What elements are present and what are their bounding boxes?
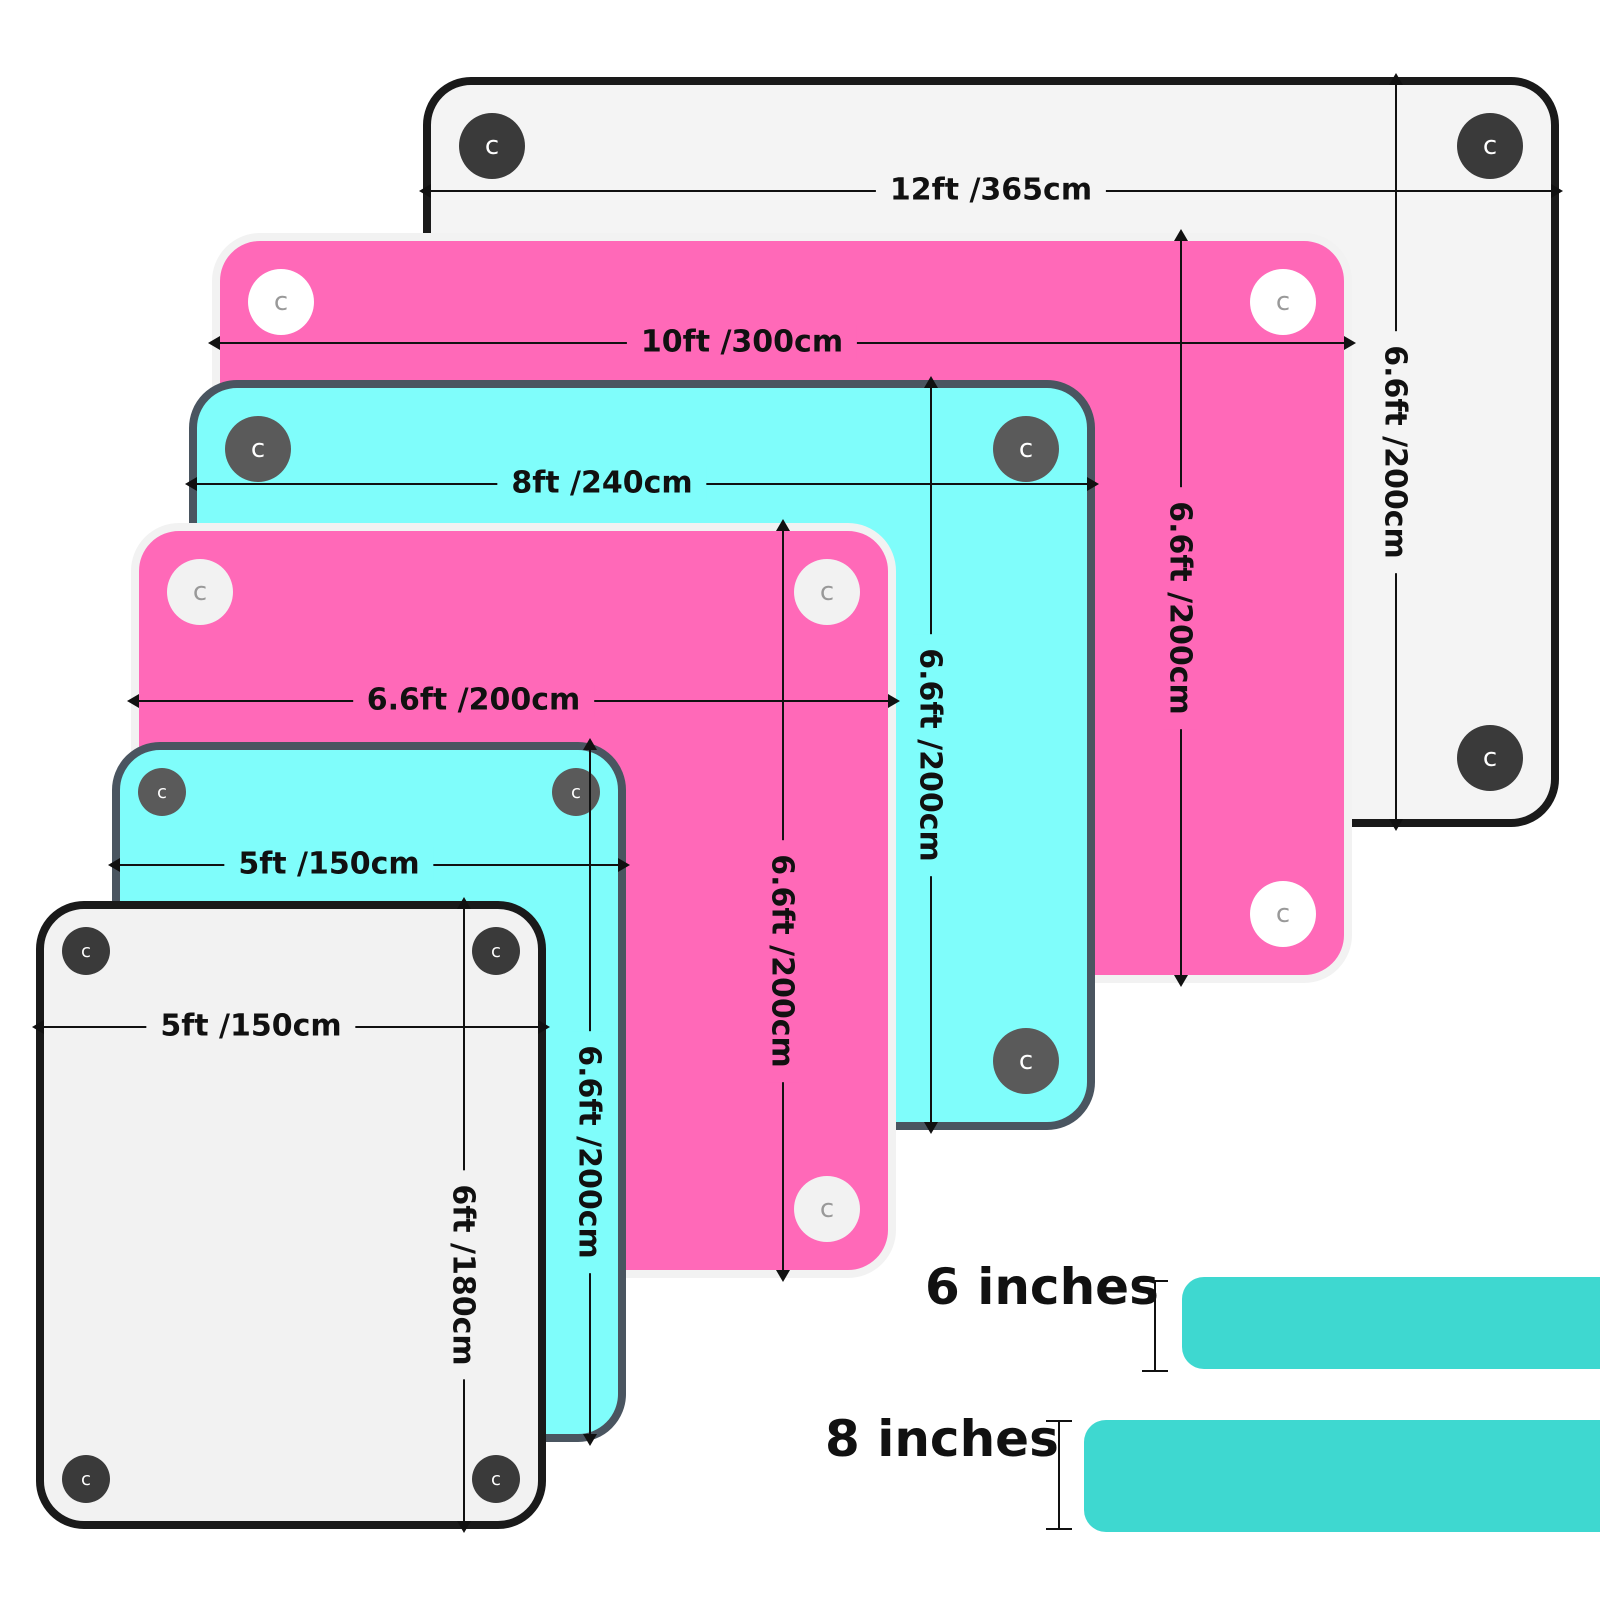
grommet-ring-icon: c xyxy=(62,927,110,975)
thickness-label: 6 inches xyxy=(925,1258,1159,1316)
grommet-ring-icon: c xyxy=(1457,113,1523,179)
grommet-ring-icon: c xyxy=(794,1176,860,1242)
grommet-ring-icon: c xyxy=(1250,269,1316,335)
length-label: 6.6ft /200cm xyxy=(571,1031,607,1273)
grommet-ring-icon: c xyxy=(62,1455,110,1503)
length-label: 6.6ft /200cm xyxy=(1162,487,1198,729)
width-label: 12ft /365cm xyxy=(875,172,1107,208)
grommet-ring-icon: c xyxy=(794,559,860,625)
length-label: 6ft /180cm xyxy=(445,1170,481,1380)
length-label: 6.6ft /200cm xyxy=(764,839,800,1082)
length-label: 6.6ft /200cm xyxy=(912,634,948,876)
grommet-ring-icon: c xyxy=(138,768,186,816)
grommet-ring-icon: c xyxy=(472,1455,520,1503)
grommet-ring-icon: c xyxy=(993,1028,1059,1094)
width-label: 5ft /150cm xyxy=(224,846,434,882)
length-label: 6.6ft /200cm xyxy=(1377,331,1413,573)
grommet-ring-icon: c xyxy=(167,559,233,625)
thickness-measure-icon xyxy=(1046,1420,1072,1530)
grommet-ring-icon: c xyxy=(552,768,600,816)
thickness-bar-6in xyxy=(1182,1277,1600,1369)
grommet-ring-icon: c xyxy=(472,927,520,975)
width-label: 10ft /300cm xyxy=(626,324,858,360)
thickness-label: 8 inches xyxy=(825,1410,1059,1468)
width-label: 6.6ft /200cm xyxy=(352,682,595,718)
grommet-ring-icon: c xyxy=(1457,725,1523,791)
width-label: 8ft /240cm xyxy=(497,465,707,501)
grommet-ring-icon: c xyxy=(225,416,291,482)
grommet-ring-icon: c xyxy=(459,113,525,179)
thickness-measure-icon xyxy=(1142,1280,1168,1372)
width-label: 5ft /150cm xyxy=(146,1008,356,1044)
thickness-bar-8in xyxy=(1084,1420,1600,1532)
grommet-ring-icon: c xyxy=(993,416,1059,482)
grommet-ring-icon: c xyxy=(248,269,314,335)
grommet-ring-icon: c xyxy=(1250,881,1316,947)
